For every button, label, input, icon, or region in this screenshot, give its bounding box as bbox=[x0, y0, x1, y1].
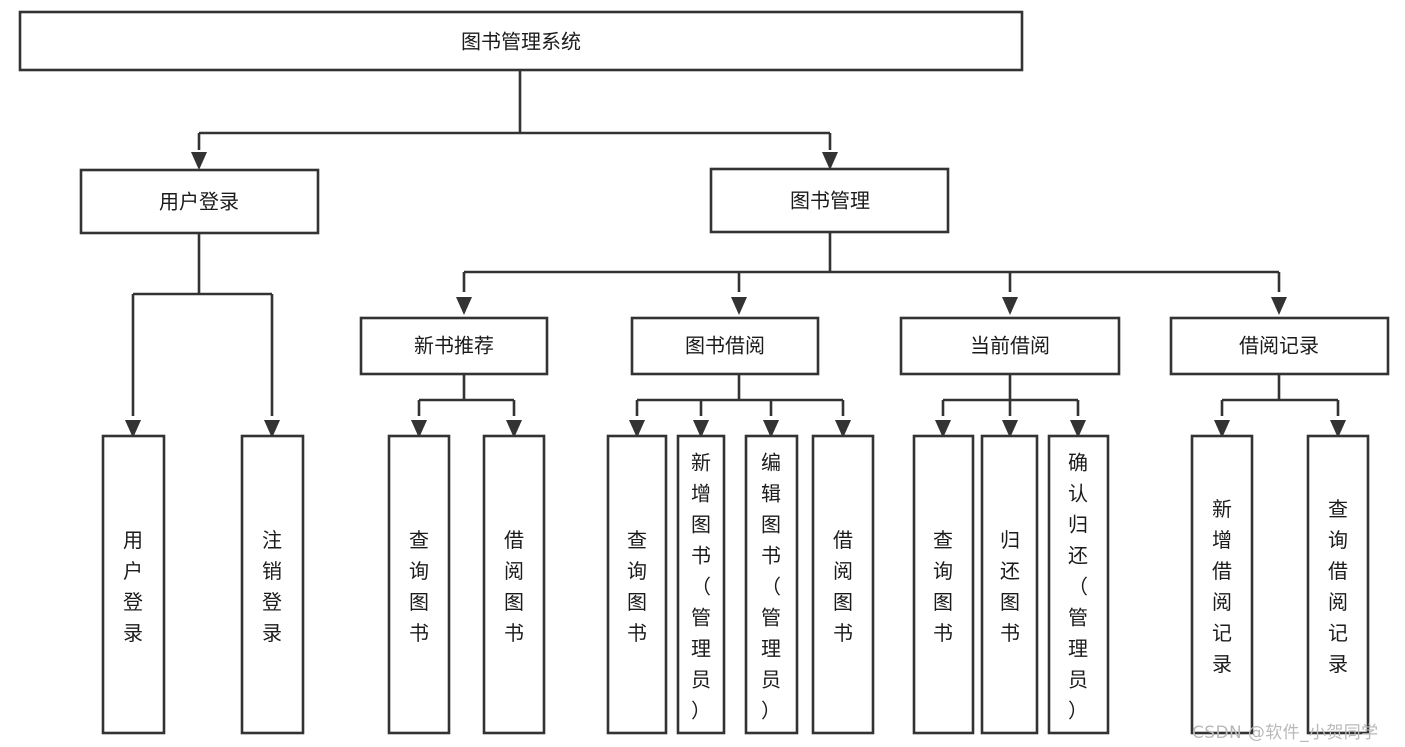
node-leaf-query-book-1-label: 查询图书 bbox=[409, 528, 429, 645]
arrow-to-new-book-recommend bbox=[456, 297, 472, 315]
node-leaf-confirm-return[interactable]: 确认归还（管理员） bbox=[1047, 434, 1110, 735]
node-leaf-user-logout-box[interactable] bbox=[240, 434, 305, 735]
arrow-to-book-borrow bbox=[731, 297, 747, 315]
node-leaf-query-book-2-label: 查询图书 bbox=[627, 528, 647, 645]
arrow-to-current-borrow bbox=[1002, 297, 1018, 315]
node-leaf-query-record-box[interactable] bbox=[1306, 434, 1370, 735]
node-leaf-add-record[interactable]: 新增借阅记录 bbox=[1190, 434, 1254, 735]
node-leaf-user-login-label: 用户登录 bbox=[123, 528, 143, 645]
node-root[interactable]: 图书管理系统 bbox=[18, 10, 1024, 72]
node-borrow-record[interactable]: 借阅记录 bbox=[1169, 316, 1390, 376]
node-leaf-borrow-book-2-box[interactable] bbox=[811, 434, 875, 735]
node-user-login[interactable]: 用户登录 bbox=[79, 168, 320, 235]
node-leaf-add-book-label: 新增图书（管理员） bbox=[691, 451, 711, 723]
node-leaf-query-record[interactable]: 查询借阅记录 bbox=[1306, 434, 1370, 735]
node-leaf-add-record-label: 新增借阅记录 bbox=[1212, 497, 1232, 676]
node-leaf-user-logout[interactable]: 注销登录 bbox=[240, 434, 305, 735]
node-book-manage[interactable]: 图书管理 bbox=[709, 167, 950, 234]
node-leaf-add-record-box[interactable] bbox=[1190, 434, 1254, 735]
node-user-login-box[interactable] bbox=[79, 168, 320, 235]
node-root-label: 图书管理系统 bbox=[461, 30, 581, 54]
node-leaf-edit-book[interactable]: 编辑图书（管理员） bbox=[744, 434, 799, 735]
node-book-borrow-label: 图书借阅 bbox=[685, 334, 765, 358]
node-leaf-user-login[interactable]: 用户登录 bbox=[101, 434, 166, 735]
node-leaf-confirm-return-label: 确认归还（管理员） bbox=[1068, 451, 1088, 723]
node-book-manage-box[interactable] bbox=[709, 167, 950, 234]
node-leaf-query-book-2[interactable]: 查询图书 bbox=[606, 434, 668, 735]
connector-layer bbox=[131, 70, 1340, 416]
node-borrow-record-label: 借阅记录 bbox=[1239, 334, 1319, 358]
node-leaf-query-book-3-box[interactable] bbox=[912, 434, 975, 735]
node-leaf-query-book-2-box[interactable] bbox=[606, 434, 668, 735]
node-leaf-borrow-book-2-label: 借阅图书 bbox=[833, 528, 853, 645]
arrow-to-book-manage bbox=[822, 152, 838, 170]
node-new-book-recommend[interactable]: 新书推荐 bbox=[359, 316, 549, 376]
node-leaf-query-book-3-label: 查询图书 bbox=[933, 528, 953, 645]
node-new-book-recommend-box[interactable] bbox=[359, 316, 549, 376]
node-root-box[interactable] bbox=[18, 10, 1024, 72]
node-new-book-recommend-label: 新书推荐 bbox=[414, 334, 494, 358]
node-leaf-query-record-label: 查询借阅记录 bbox=[1328, 497, 1348, 676]
node-leaf-edit-book-box[interactable] bbox=[744, 434, 799, 735]
node-leaf-confirm-return-box[interactable] bbox=[1047, 434, 1110, 735]
node-leaf-edit-book-label: 编辑图书（管理员） bbox=[761, 451, 781, 723]
node-leaf-return-book-box[interactable] bbox=[980, 434, 1039, 735]
node-user-login-label: 用户登录 bbox=[159, 190, 239, 214]
node-leaf-add-book[interactable]: 新增图书（管理员） bbox=[676, 434, 726, 735]
csdn-watermark: CSDN @软件_小贺同学 bbox=[1192, 723, 1379, 743]
node-current-borrow[interactable]: 当前借阅 bbox=[899, 316, 1121, 376]
node-leaf-user-login-box[interactable] bbox=[101, 434, 166, 735]
node-leaf-query-book-1-box[interactable] bbox=[387, 434, 451, 735]
node-leaf-borrow-book-1-label: 借阅图书 bbox=[504, 528, 524, 645]
node-leaf-borrow-book-1[interactable]: 借阅图书 bbox=[482, 434, 546, 735]
node-leaf-add-book-box[interactable] bbox=[676, 434, 726, 735]
node-book-manage-label: 图书管理 bbox=[790, 189, 870, 213]
node-book-borrow-box[interactable] bbox=[630, 316, 820, 376]
node-leaf-user-logout-label: 注销登录 bbox=[262, 528, 282, 645]
node-leaf-query-book-1[interactable]: 查询图书 bbox=[387, 434, 451, 735]
node-leaf-query-book-3[interactable]: 查询图书 bbox=[912, 434, 975, 735]
arrow-to-user-login bbox=[191, 152, 207, 170]
arrow-to-borrow-record bbox=[1271, 297, 1287, 315]
node-current-borrow-box[interactable] bbox=[899, 316, 1121, 376]
node-leaf-return-book[interactable]: 归还图书 bbox=[980, 434, 1039, 735]
node-leaf-return-book-label: 归还图书 bbox=[1000, 528, 1020, 645]
node-leaf-borrow-book-1-box[interactable] bbox=[482, 434, 546, 735]
node-leaf-borrow-book-2[interactable]: 借阅图书 bbox=[811, 434, 875, 735]
node-current-borrow-label: 当前借阅 bbox=[970, 334, 1050, 358]
node-borrow-record-box[interactable] bbox=[1169, 316, 1390, 376]
node-book-borrow[interactable]: 图书借阅 bbox=[630, 316, 820, 376]
